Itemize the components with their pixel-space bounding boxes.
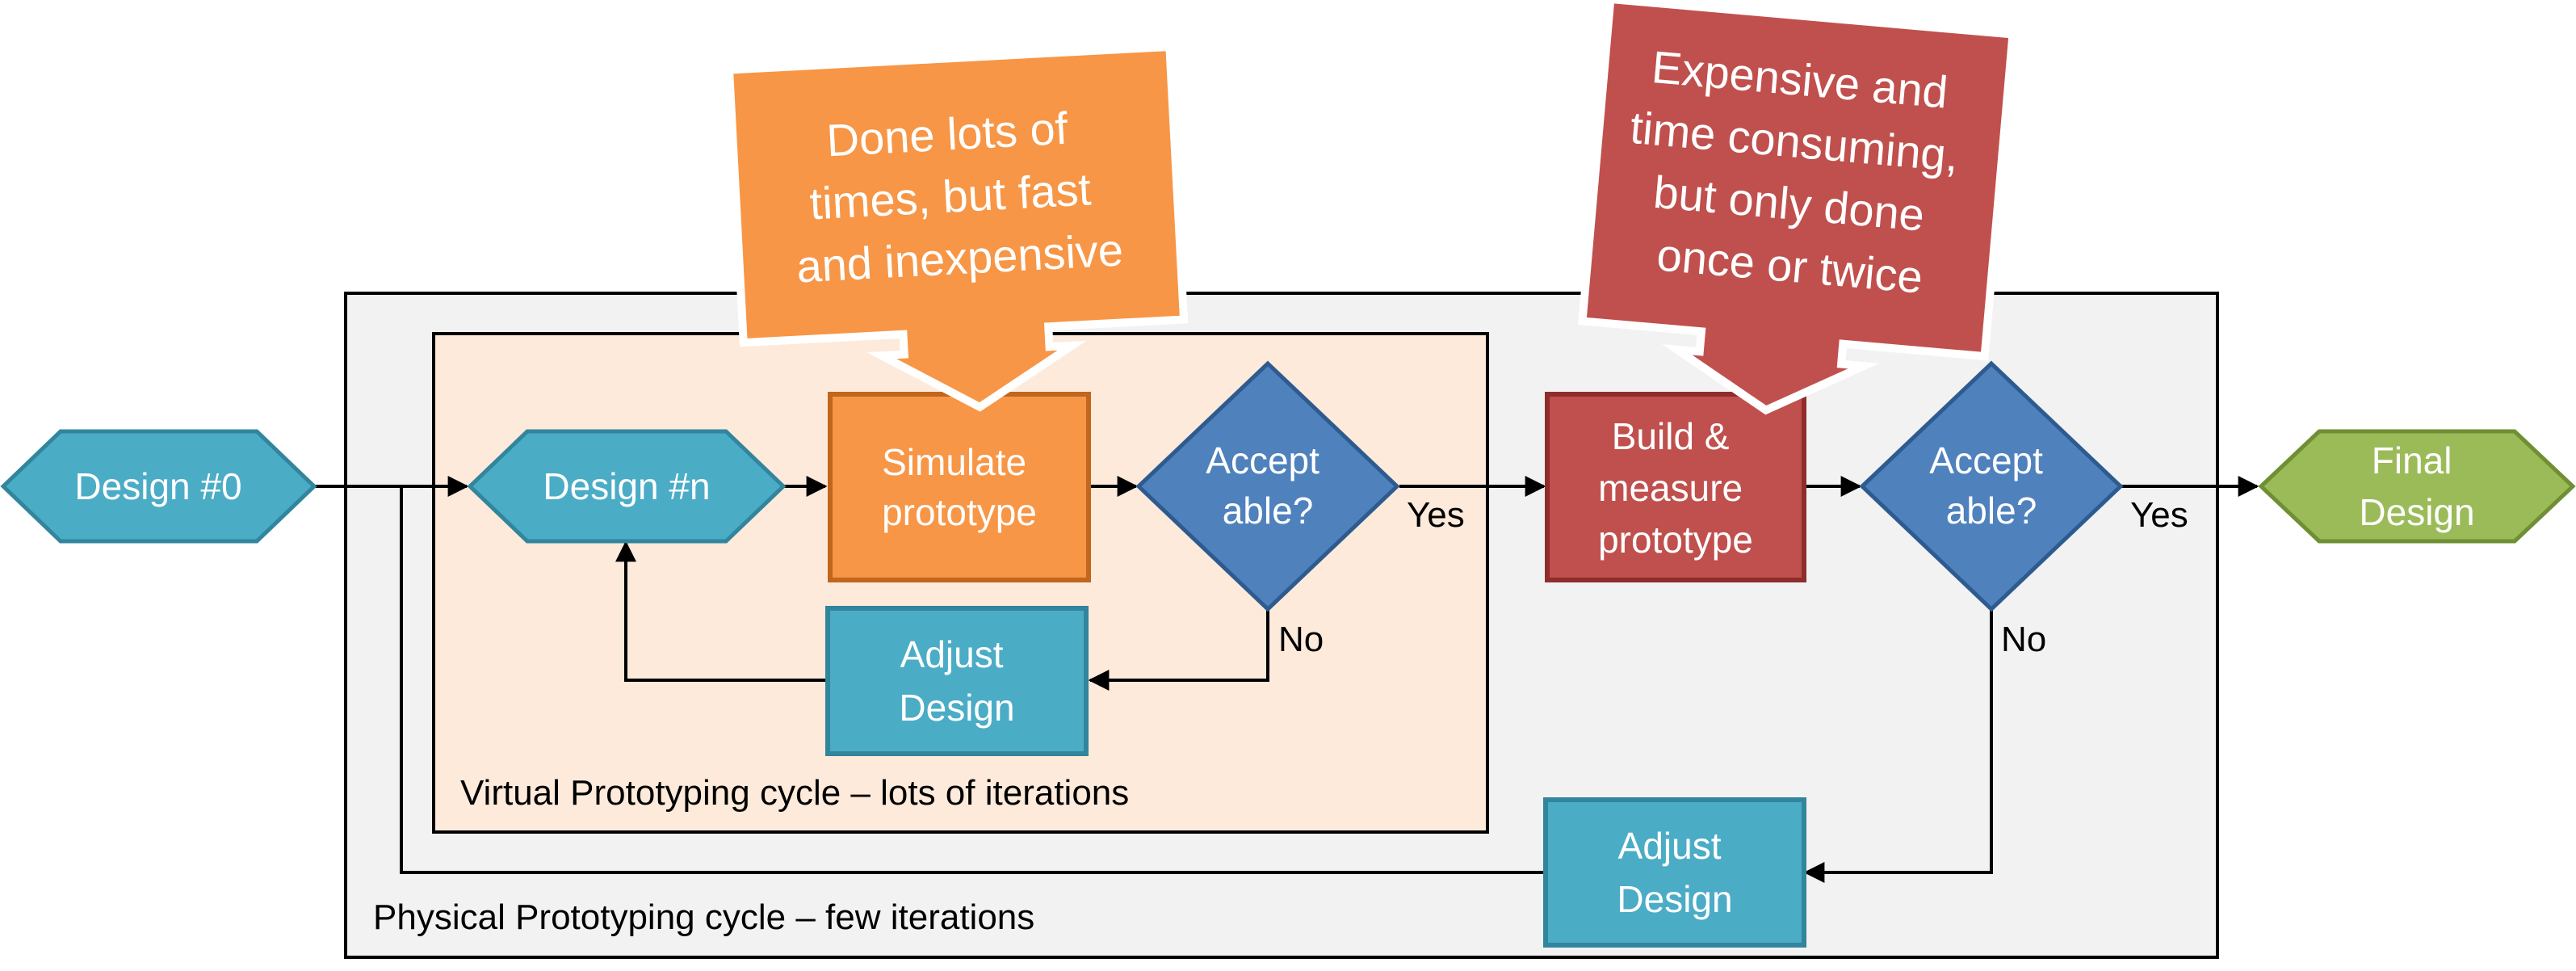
edge-label-no-1: No <box>1278 620 1324 659</box>
callout-fast-inexpensive: Done lots of times, but fast and inexpen… <box>724 42 1189 412</box>
node-build-line-3: prototype <box>1598 519 1753 561</box>
node-design-0-label: Design #0 <box>74 465 241 507</box>
node-build-line-2: measure <box>1598 467 1743 509</box>
edge-adjust2-to-loop <box>400 486 1544 874</box>
edge-label-yes-1: Yes <box>1407 495 1465 535</box>
node-build-line-1: Build & <box>1612 415 1730 457</box>
edge-accept2-no-to-adjust2 <box>1803 610 1993 883</box>
svg-text:Accept able?: Accept able? <box>1206 439 1329 532</box>
node-final-line-2: Design <box>2359 491 2474 533</box>
node-final-line-1: Final <box>2372 439 2452 481</box>
svg-text:Final Design: Final Design <box>2359 439 2474 533</box>
callout-fast-line-1: Done lots of <box>825 103 1069 166</box>
node-simulate-line-1: Simulate <box>882 441 1026 483</box>
node-simulate-line-2: prototype <box>882 491 1037 533</box>
svg-text:Build & measure pr: Build & measure prototype <box>1598 415 1753 561</box>
edge-accept1-no-to-adjust1 <box>1088 610 1269 691</box>
svg-text:Adjust Design: Adjust Design <box>899 633 1014 729</box>
node-acceptable-1[interactable]: Accept able? <box>1135 360 1400 612</box>
svg-text:Done lots of times, but: Done lots of times, but fast and inexpen… <box>789 100 1125 292</box>
node-adjust-design-2[interactable]: Adjust Design <box>1543 797 1806 948</box>
node-adjust-2-line-1: Adjust <box>1618 825 1722 867</box>
node-design-n[interactable]: Design #n <box>467 429 787 544</box>
node-adjust-1-line-1: Adjust <box>900 633 1004 675</box>
svg-text:Simulate prototype: Simulate prototype <box>882 441 1037 533</box>
node-acceptable-1-line-1: Accept <box>1206 439 1319 481</box>
node-adjust-1-line-2: Design <box>899 687 1014 729</box>
edge-label-yes-2: Yes <box>2130 495 2188 535</box>
node-design-0[interactable]: Design #0 <box>0 429 317 544</box>
virtual-cycle-label: Virtual Prototyping cycle – lots of iter… <box>460 773 1129 813</box>
svg-text:Adjust Design: Adjust Design <box>1617 825 1732 920</box>
connectors <box>313 476 2259 883</box>
node-acceptable-2-line-1: Accept <box>1929 439 2043 481</box>
node-build-measure-prototype[interactable]: Build & measure prototype <box>1545 392 1806 582</box>
svg-text:Accept able?: Accept able? <box>1929 439 2053 532</box>
edge-adjust1-to-designn <box>615 540 825 682</box>
node-acceptable-2-line-2: able? <box>1946 490 2037 532</box>
node-simulate-prototype[interactable]: Simulate prototype <box>828 392 1091 582</box>
callout-expensive: Expensive and time consuming, but only d… <box>1578 0 2017 415</box>
physical-cycle-label: Physical Prototyping cycle – few iterati… <box>373 897 1034 937</box>
edge-label-no-2: No <box>2001 620 2046 659</box>
node-adjust-design-1[interactable]: Adjust Design <box>825 606 1089 756</box>
node-acceptable-1-line-2: able? <box>1223 490 1314 532</box>
node-acceptable-2[interactable]: Accept able? <box>1859 360 2124 612</box>
node-final-design[interactable]: Final Design <box>2258 429 2576 544</box>
node-design-n-label: Design #n <box>543 465 710 507</box>
node-adjust-2-line-2: Design <box>1617 878 1732 920</box>
